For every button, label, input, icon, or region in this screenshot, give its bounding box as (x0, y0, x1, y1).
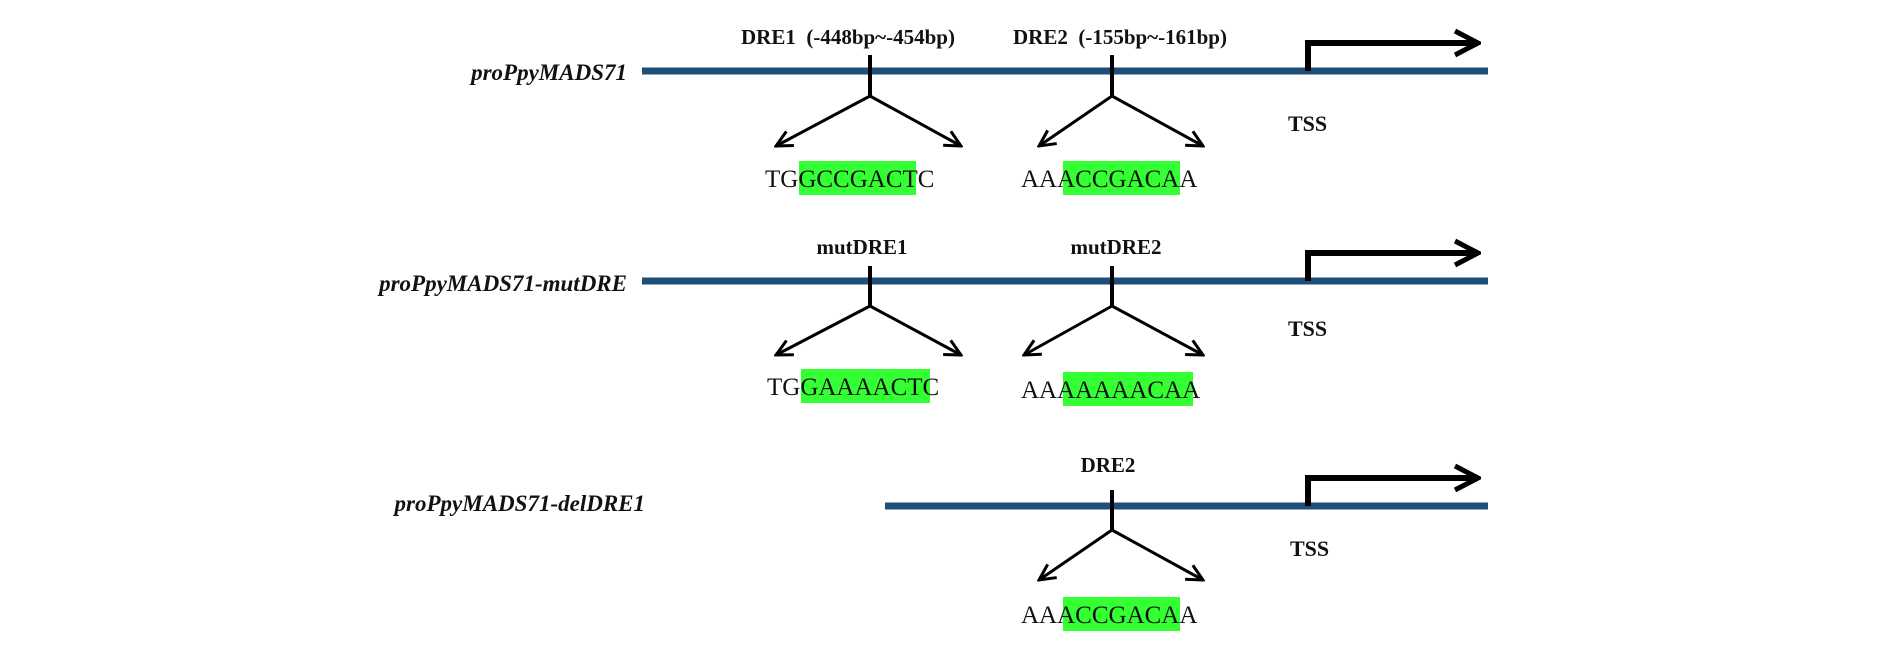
core-highlight (801, 369, 930, 403)
tss-label: TSS (1290, 536, 1329, 561)
right-arrow-icon (869, 304, 961, 355)
site-dre1: DRE1 (-448bp~-454bp) TGGCCGACTC (741, 25, 961, 195)
construct-name: proPpyMADS71 (469, 60, 627, 85)
left-arrow-icon (1039, 528, 1113, 580)
left-arrow-icon (1024, 304, 1113, 355)
tss-label: TSS (1288, 111, 1327, 136)
left-arrow-icon (1039, 94, 1113, 146)
seq-flank-5: AA (1021, 166, 1057, 193)
site-sequence: AAACCGACAA (1021, 602, 1197, 629)
left-arrow-icon (776, 304, 871, 355)
seq-flank-3: AA (1161, 602, 1197, 629)
site-mutdre2: mutDRE2 AAAAAAACAA (1021, 235, 1203, 406)
site-dre2: DRE2 AAACCGACAA (1021, 453, 1203, 631)
seq-flank-5: TG (765, 166, 798, 193)
right-arrow-icon (1111, 304, 1203, 355)
seq-core: ACCGAC (1057, 166, 1161, 193)
site-sequence: TGGAAAACTC (767, 374, 939, 401)
core-highlight (799, 161, 916, 195)
tss-arrow-icon (1305, 253, 1478, 281)
site-label: DRE2 (1081, 453, 1136, 477)
construct-deletion: proPpyMADS71-delDRE1 TSS DRE2 AAACCGACAA (393, 453, 1488, 631)
construct-wild-type: proPpyMADS71 TSS DRE1 (-448bp~-454bp) TG… (469, 25, 1488, 195)
tss-arrow-icon (1305, 43, 1478, 71)
tss-label: TSS (1288, 316, 1327, 341)
seq-flank-5: AA (1021, 602, 1057, 629)
seq-flank-3: AA (1164, 377, 1200, 404)
construct-name: proPpyMADS71-mutDRE (377, 271, 627, 296)
seq-core: AAAAAC (1057, 377, 1164, 404)
construct-mutated: proPpyMADS71-mutDRE TSS mutDRE1 TGGAAAAC… (377, 235, 1488, 406)
site-dre2: DRE2 (-155bp~-161bp) AAACCGACAA (1013, 25, 1227, 195)
core-highlight (1063, 372, 1193, 406)
left-arrow-icon (776, 94, 871, 146)
site-sequence: AAAAAAACAA (1021, 377, 1200, 404)
seq-flank-3: AA (1161, 166, 1197, 193)
site-label: mutDRE2 (1070, 235, 1161, 259)
site-sequence: AAACCGACAA (1021, 166, 1197, 193)
site-sequence: TGGCCGACTC (765, 166, 934, 193)
site-label: DRE2 (-155bp~-161bp) (1013, 25, 1227, 49)
site-label: DRE1 (-448bp~-454bp) (741, 25, 955, 49)
site-label: mutDRE1 (816, 235, 907, 259)
seq-flank-5: AA (1021, 377, 1057, 404)
right-arrow-icon (1111, 94, 1203, 146)
site-mutdre1: mutDRE1 TGGAAAACTC (767, 235, 961, 403)
construct-name: proPpyMADS71-delDRE1 (393, 491, 645, 516)
seq-core: ACCGAC (1057, 602, 1161, 629)
core-highlight (1063, 597, 1180, 631)
tss-arrow-icon (1305, 478, 1478, 506)
seq-flank-3: TC (903, 166, 935, 193)
seq-flank-3: TC (907, 374, 939, 401)
seq-core: GCCGAC (798, 166, 902, 193)
right-arrow-icon (869, 94, 961, 146)
seq-flank-5: TG (767, 374, 800, 401)
seq-core: GAAAAC (800, 374, 907, 401)
right-arrow-icon (1111, 528, 1203, 580)
core-highlight (1063, 161, 1180, 195)
